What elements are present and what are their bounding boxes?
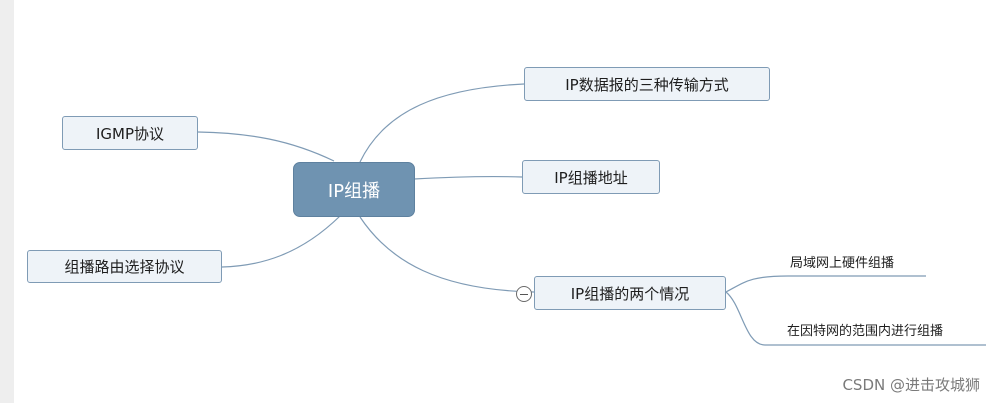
subtopic-lan-hardware[interactable]: 局域网上硬件组播 (790, 256, 895, 271)
branch-two-cases[interactable]: IP组播的两个情况 (534, 276, 726, 310)
left-panel-strip (0, 0, 14, 403)
branch-multicast-address[interactable]: IP组播地址 (522, 160, 660, 194)
connector-multicast-address (413, 176, 523, 180)
branch-transmission-modes[interactable]: IP数据报的三种传输方式 (524, 67, 770, 101)
branch-routing-protocol[interactable]: 组播路由选择协议 (27, 250, 222, 283)
connector-routing-protocol (221, 215, 341, 268)
branch-igmp[interactable]: IGMP协议 (62, 116, 198, 150)
connector-transmission-modes (359, 83, 525, 163)
connector-internet-multicast (725, 291, 986, 346)
subtopic-internet-multicast[interactable]: 在因特网的范围内进行组播 (787, 324, 944, 339)
watermark: CSDN @进击攻城狮 (842, 376, 980, 394)
minus-icon (520, 293, 528, 295)
collapse-toggle-icon[interactable] (516, 286, 532, 302)
connector-igmp (197, 131, 335, 162)
connector-lan-hardware (725, 275, 926, 293)
central-topic[interactable]: IP组播 (293, 162, 415, 217)
connector-two-cases (359, 216, 535, 293)
